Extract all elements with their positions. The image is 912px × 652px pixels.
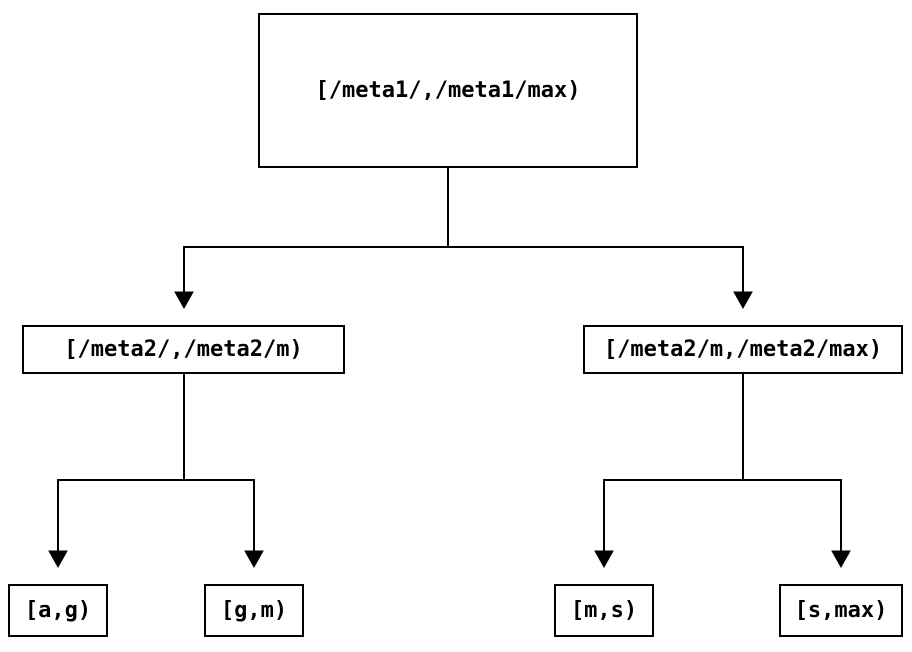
arrowhead-down-icon — [174, 291, 194, 310]
tree-leaf-smax: [s,max) — [779, 584, 903, 637]
tree-leaf-ms: [m,s) — [554, 584, 654, 637]
tree-leaf-gm: [g,m) — [204, 584, 304, 637]
arrowhead-down-icon — [594, 550, 614, 569]
tree-node-root: [/meta1/,/meta1/max) — [258, 13, 638, 168]
tree-leaf-ag: [a,g) — [8, 584, 108, 637]
tree-node-meta2-high: [/meta2/m,/meta2/max) — [583, 325, 903, 374]
arrowhead-down-icon — [733, 291, 753, 310]
tree-node-meta2-low: [/meta2/,/meta2/m) — [22, 325, 345, 374]
arrowhead-down-icon — [831, 550, 851, 569]
arrowhead-down-icon — [48, 550, 68, 569]
arrowhead-down-icon — [244, 550, 264, 569]
